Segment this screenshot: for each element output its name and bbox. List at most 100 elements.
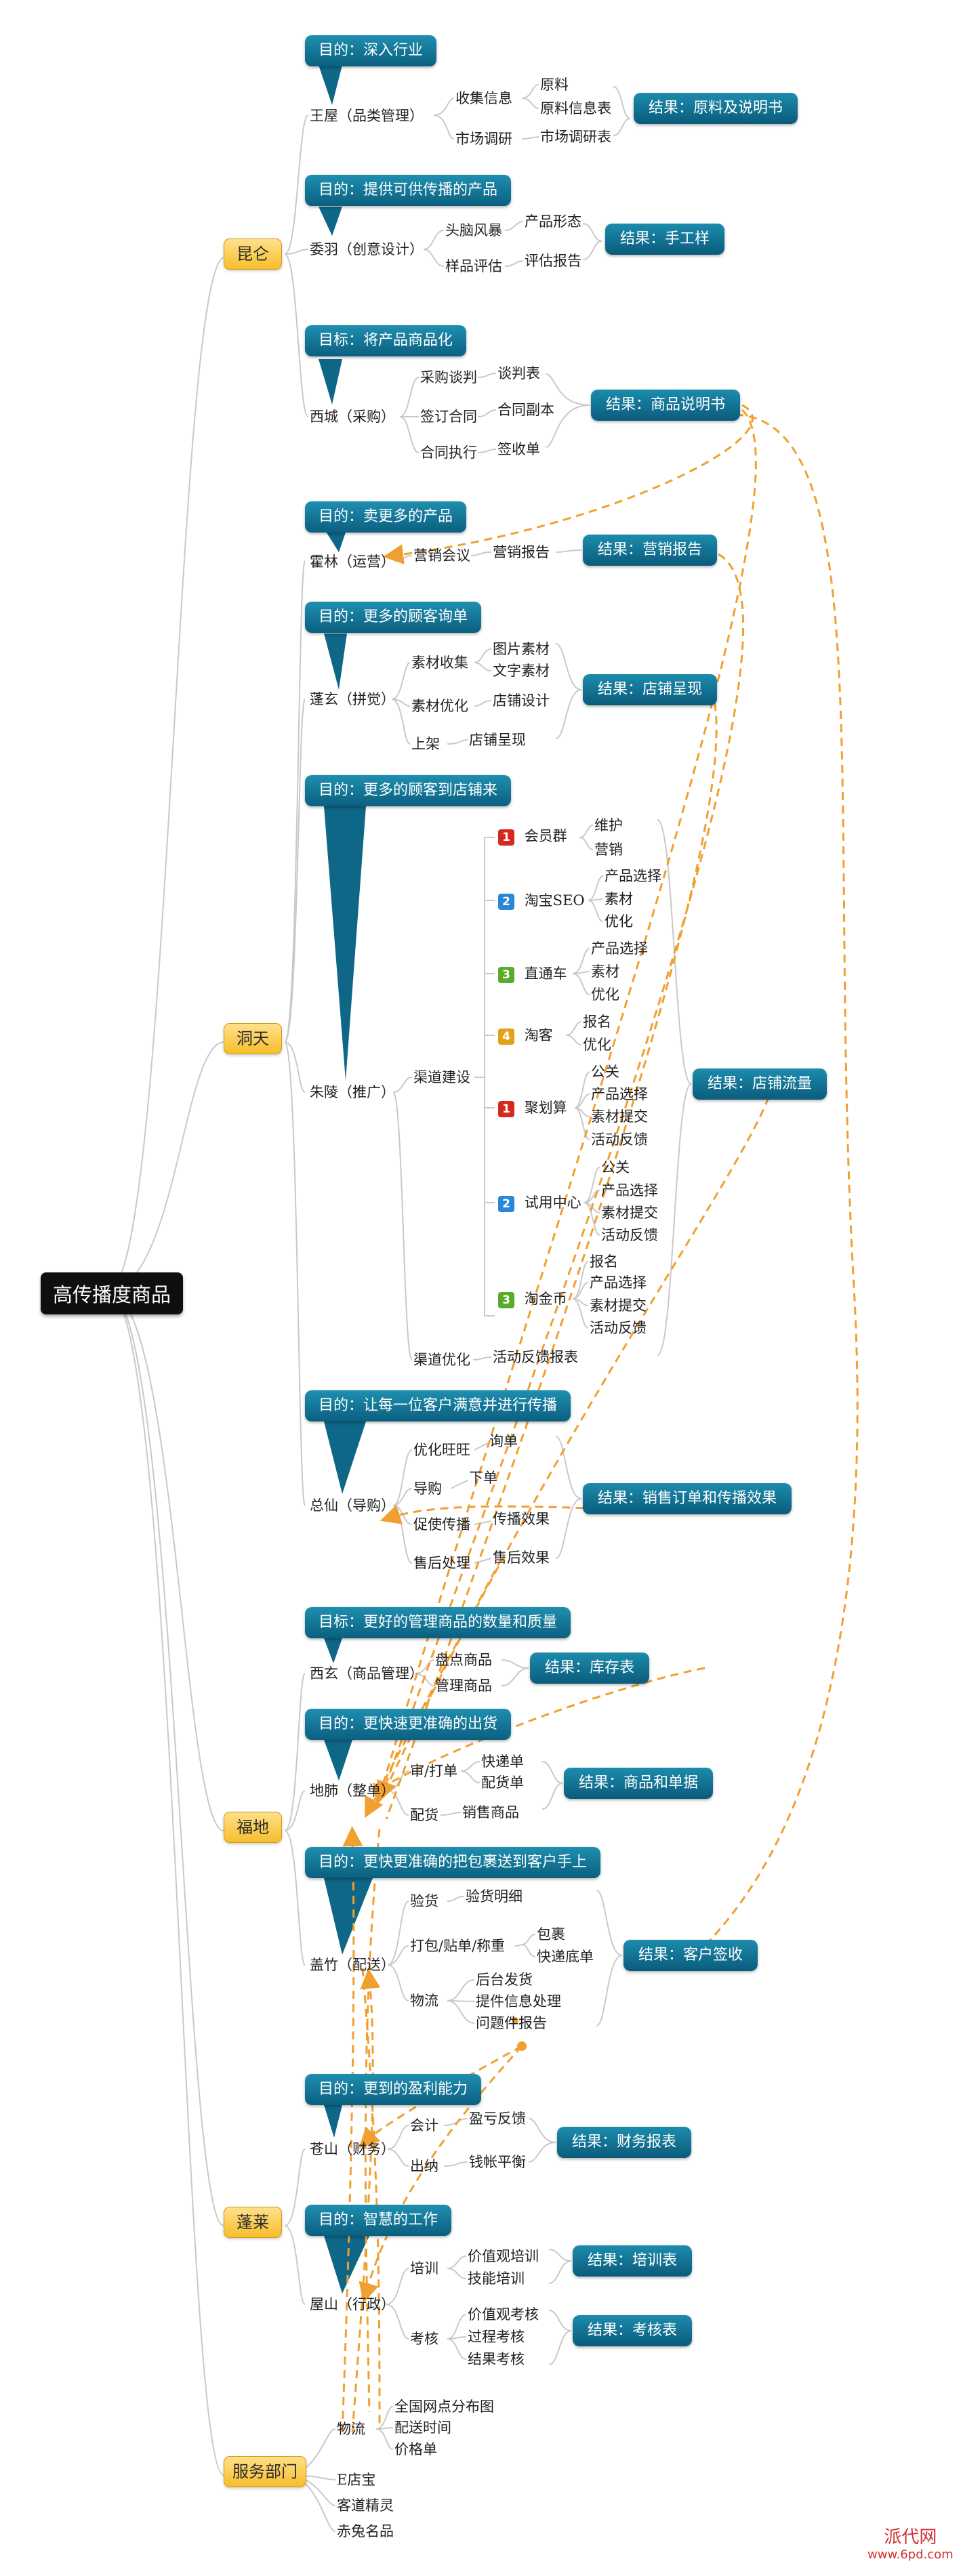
gaizhu-b2a[interactable]: 包裹 bbox=[537, 1926, 565, 1943]
zongxian-b3a[interactable]: 传播效果 bbox=[493, 1511, 550, 1527]
difei-b2a[interactable]: 销售商品 bbox=[462, 1804, 519, 1821]
gaizhu-b1[interactable]: 验货 bbox=[410, 1893, 438, 1909]
goal-wushan[interactable]: 目的：智慧的工作 bbox=[305, 2205, 452, 2236]
section-penglai[interactable]: 蓬莱 bbox=[224, 2207, 282, 2238]
xicheng-b1a[interactable]: 谈判表 bbox=[497, 365, 540, 381]
result-wangwu[interactable]: 结果：原料及说明书 bbox=[634, 93, 798, 124]
goal-wangwu[interactable]: 目的：深入行业 bbox=[305, 35, 437, 66]
node-zongxian[interactable]: 总仙（导购） bbox=[310, 1497, 395, 1514]
goal-pengxuan[interactable]: 目的：更多的顾客询单 bbox=[305, 602, 482, 633]
pengxuan-b1b[interactable]: 文字素材 bbox=[493, 663, 550, 679]
result-cangshan[interactable]: 结果：财务报表 bbox=[557, 2127, 692, 2158]
xicheng-b3a[interactable]: 签收单 bbox=[497, 441, 540, 457]
zhuling-b2a[interactable]: 活动反馈报表 bbox=[493, 1349, 578, 1365]
zongxian-b2a[interactable]: 下单 bbox=[469, 1470, 497, 1486]
wushan-b2a[interactable]: 价值观考核 bbox=[468, 2306, 539, 2323]
zhuling-b1[interactable]: 渠道建设 bbox=[413, 1069, 470, 1085]
wangwu-b2a[interactable]: 市场调研表 bbox=[540, 129, 611, 145]
xicheng-b2a[interactable]: 合同副本 bbox=[497, 402, 554, 418]
root-node[interactable]: 高传播度商品 bbox=[41, 1272, 184, 1314]
xicheng-b3[interactable]: 合同执行 bbox=[420, 444, 477, 461]
wangwu-b1[interactable]: 收集信息 bbox=[455, 90, 512, 106]
section-fuwu[interactable]: 服务部门 bbox=[224, 2456, 306, 2487]
gaizhu-b2b[interactable]: 快递底单 bbox=[537, 1949, 594, 1965]
gaizhu-b3[interactable]: 物流 bbox=[410, 1993, 438, 2009]
node-pengxuan[interactable]: 蓬玄（拼觉） bbox=[310, 691, 395, 707]
fuwu-wuliu-c[interactable]: 价格单 bbox=[394, 2441, 437, 2457]
pengxuan-b3a[interactable]: 店铺呈现 bbox=[469, 732, 526, 748]
cangshan-b1[interactable]: 会计 bbox=[410, 2117, 438, 2134]
wangwu-b1a[interactable]: 原料 bbox=[540, 77, 569, 93]
zongxian-b2[interactable]: 导购 bbox=[413, 1480, 442, 1497]
goal-zhuling[interactable]: 目的：更多的顾客到店铺来 bbox=[305, 775, 512, 806]
goal-cangshan[interactable]: 目的：更到的盈利能力 bbox=[305, 2074, 482, 2105]
cangshan-b2a[interactable]: 钱帐平衡 bbox=[469, 2154, 526, 2170]
node-xicheng[interactable]: 西城（采购） bbox=[310, 409, 395, 425]
result-huolin[interactable]: 结果：营销报告 bbox=[583, 535, 718, 566]
fuwu-wuliu[interactable]: 物流 bbox=[337, 2421, 365, 2437]
xixuan-b1[interactable]: 盘点商品 bbox=[435, 1652, 492, 1668]
wushan-b2[interactable]: 考核 bbox=[410, 2331, 438, 2347]
goal-xixuan[interactable]: 目标：更好的管理商品的数量和质量 bbox=[305, 1607, 571, 1638]
wushan-b1b[interactable]: 技能培训 bbox=[468, 2270, 525, 2287]
node-huolin[interactable]: 霍林（运营） bbox=[310, 554, 395, 570]
xixuan-b2[interactable]: 管理商品 bbox=[435, 1678, 492, 1694]
pengxuan-b1a[interactable]: 图片素材 bbox=[493, 641, 550, 657]
xicheng-b2[interactable]: 签订合同 bbox=[420, 409, 477, 425]
wushan-b1[interactable]: 培训 bbox=[410, 2260, 438, 2277]
zongxian-b1a[interactable]: 询单 bbox=[489, 1433, 518, 1449]
goal-zongxian[interactable]: 目的：让每一位客户满意并进行传播 bbox=[305, 1390, 571, 1421]
xicheng-b1[interactable]: 采购谈判 bbox=[420, 369, 477, 386]
gaizhu-b1a[interactable]: 验货明细 bbox=[466, 1888, 523, 1905]
node-zhuling[interactable]: 朱陵（推广） bbox=[310, 1084, 395, 1100]
pengxuan-b2a[interactable]: 店铺设计 bbox=[493, 692, 550, 709]
goal-difei[interactable]: 目的：更快速更准确的出货 bbox=[305, 1709, 512, 1740]
section-dongtian[interactable]: 洞天 bbox=[224, 1023, 282, 1054]
weiyu-b2[interactable]: 样品评估 bbox=[445, 258, 502, 274]
fuwu-kedao[interactable]: 客道精灵 bbox=[337, 2497, 394, 2514]
result-zhuling[interactable]: 结果：店铺流量 bbox=[693, 1068, 827, 1100]
goal-gaizhu[interactable]: 目的：更快更准确的把包裹送到客户手上 bbox=[305, 1847, 601, 1878]
zongxian-b4[interactable]: 售后处理 bbox=[413, 1555, 470, 1571]
weiyu-b1[interactable]: 头脑风暴 bbox=[445, 222, 502, 238]
result-xicheng[interactable]: 结果：商品说明书 bbox=[591, 390, 741, 421]
weiyu-b2a[interactable]: 评估报告 bbox=[525, 253, 581, 269]
channel-row[interactable]: 3 淘金币 bbox=[498, 1289, 567, 1308]
fuwu-wuliu-a[interactable]: 全国网点分布图 bbox=[394, 2398, 494, 2415]
wushan-b2b[interactable]: 过程考核 bbox=[468, 2329, 525, 2345]
node-wushan[interactable]: 屋山（行政） bbox=[310, 2296, 395, 2312]
node-wangwu[interactable]: 王屋（品类管理） bbox=[310, 108, 424, 124]
wangwu-b1b[interactable]: 原料信息表 bbox=[540, 100, 611, 117]
huolin-b1a[interactable]: 营销报告 bbox=[493, 544, 550, 560]
channel-row[interactable]: 1 会员群 bbox=[498, 827, 567, 846]
result-pengxuan[interactable]: 结果：店铺呈现 bbox=[583, 674, 718, 705]
wushan-b2c[interactable]: 结果考核 bbox=[468, 2351, 525, 2367]
node-difei[interactable]: 地肺（整单） bbox=[310, 1783, 395, 1799]
result-zongxian[interactable]: 结果：销售订单和传播效果 bbox=[583, 1483, 792, 1514]
difei-b2[interactable]: 配货 bbox=[410, 1807, 438, 1823]
goal-xicheng[interactable]: 目标：将产品商品化 bbox=[305, 325, 467, 356]
channel-row[interactable]: 2 试用中心 bbox=[498, 1193, 581, 1212]
node-gaizhu[interactable]: 盖竹（配送） bbox=[310, 1957, 395, 1973]
fuwu-edianbao[interactable]: E店宝 bbox=[337, 2472, 376, 2488]
fuwu-chitu[interactable]: 赤兔名品 bbox=[337, 2523, 394, 2539]
channel-row[interactable]: 3 直通车 bbox=[498, 964, 567, 983]
section-fudi[interactable]: 福地 bbox=[224, 1812, 282, 1843]
wushan-b1a[interactable]: 价值观培训 bbox=[468, 2248, 539, 2264]
huolin-b1[interactable]: 营销会议 bbox=[413, 547, 470, 564]
cangshan-b2[interactable]: 出纳 bbox=[410, 2158, 438, 2174]
result-difei[interactable]: 结果：商品和单据 bbox=[564, 1768, 714, 1799]
goal-huolin[interactable]: 目的：卖更多的产品 bbox=[305, 501, 467, 533]
node-xixuan[interactable]: 西玄（商品管理） bbox=[310, 1665, 424, 1682]
section-kunlun[interactable]: 昆仑 bbox=[224, 238, 282, 270]
pengxuan-b2[interactable]: 素材优化 bbox=[411, 698, 468, 714]
gaizhu-b3c[interactable]: 问题件报告 bbox=[476, 2015, 547, 2031]
node-weiyu[interactable]: 委羽（创意设计） bbox=[310, 241, 424, 257]
zongxian-b1[interactable]: 优化旺旺 bbox=[413, 1442, 470, 1458]
goal-weiyu[interactable]: 目的：提供可供传播的产品 bbox=[305, 175, 512, 206]
zongxian-b4a[interactable]: 售后效果 bbox=[493, 1550, 550, 1566]
weiyu-b1a[interactable]: 产品形态 bbox=[525, 213, 581, 230]
channel-row[interactable]: 4 淘客 bbox=[498, 1026, 553, 1045]
channel-row[interactable]: 2 淘宝SEO bbox=[498, 891, 585, 910]
result-wushan-training[interactable]: 结果：培训表 bbox=[573, 2245, 693, 2277]
